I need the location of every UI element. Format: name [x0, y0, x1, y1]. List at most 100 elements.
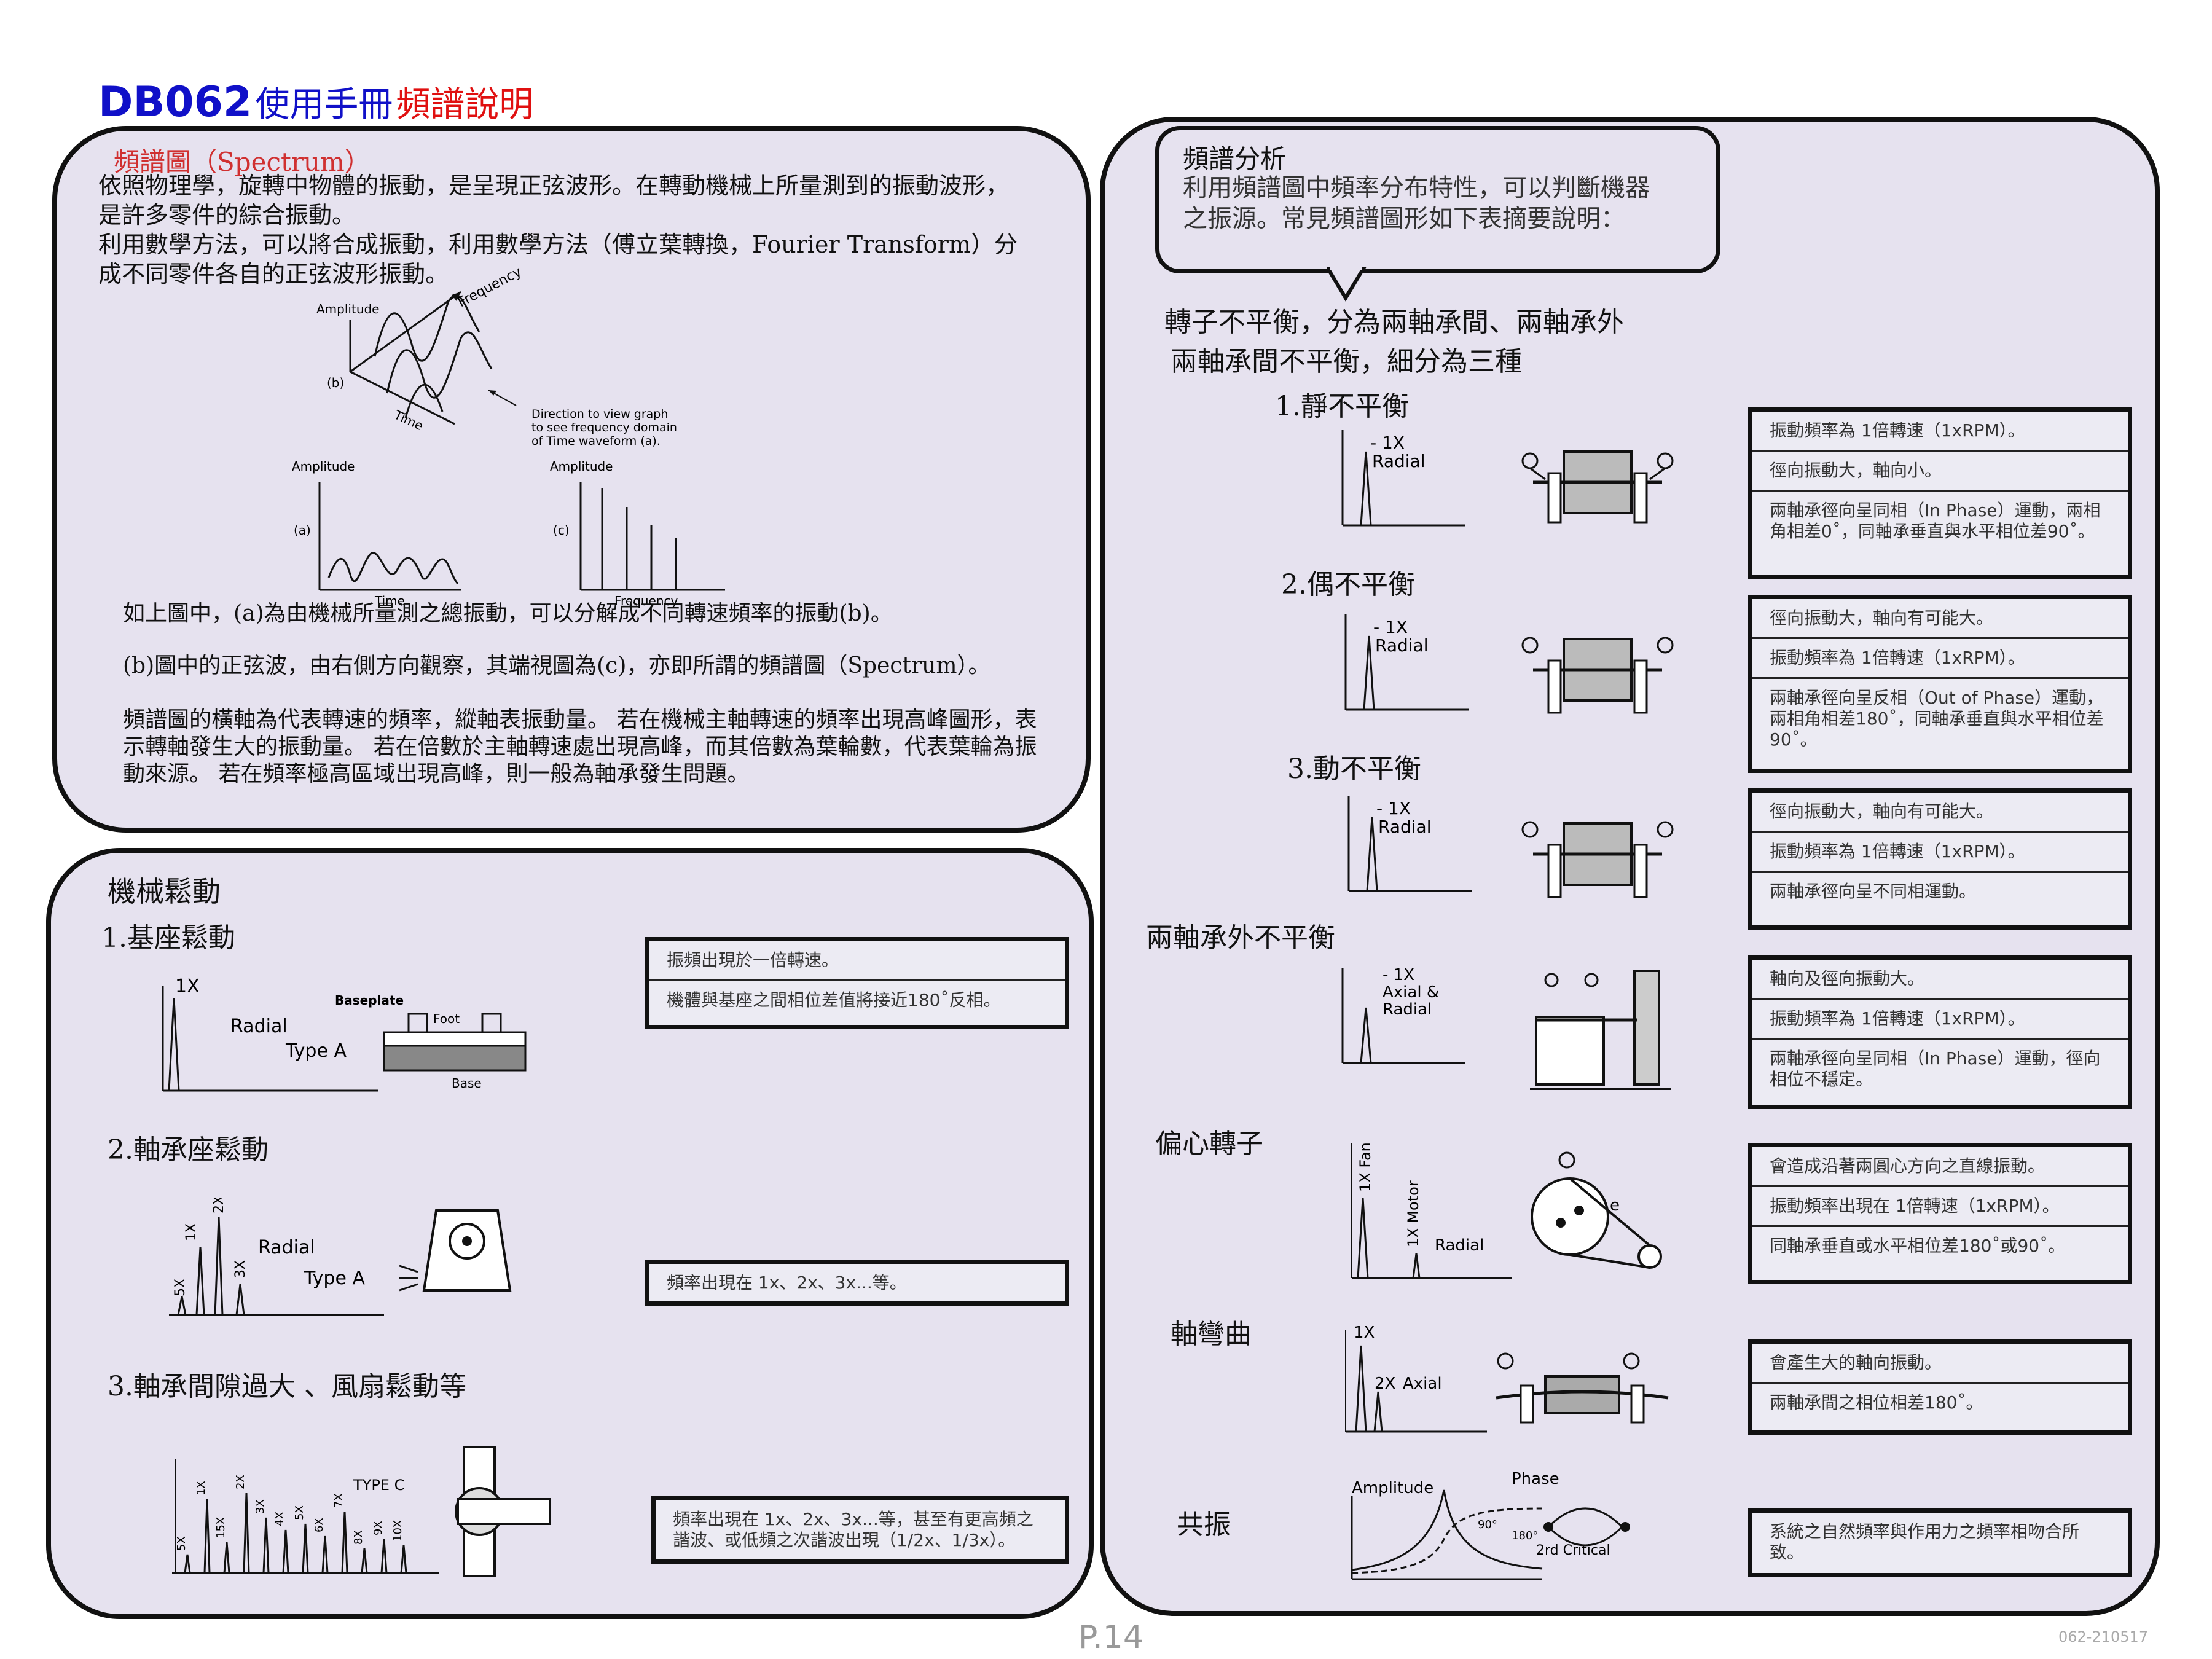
bent-fig-1x: 1X: [1354, 1324, 1375, 1342]
note-row: 振頻出現於一倍轉速。: [649, 941, 1065, 981]
static-fig-radial: Radial: [1372, 451, 1426, 471]
harmonic-peak: [380, 1539, 388, 1574]
analysis-bubble: [1155, 126, 1720, 273]
bent-shaft-rotor-diagram: [1496, 1352, 1669, 1424]
eccentric-fig-fan: 1X Fan: [1357, 1142, 1374, 1192]
harmonic-peak-label: 5X: [293, 1505, 306, 1520]
spectrum-heading: 頻譜圖（Spectrum）: [114, 147, 371, 177]
resonance-figure: Amplitude Phase 90° 180° 2rd Critical: [1351, 1472, 1630, 1580]
harmonic-peak: [282, 1529, 289, 1574]
unbalance-subtitle: 兩軸承間不平衡，細分為三種: [1171, 346, 1522, 377]
eccentric-rotor-diagram: e: [1531, 1151, 1662, 1269]
loose1-baseplate: Baseplate: [335, 993, 404, 1008]
note-row: 頻率出現在 1x、2x、3x...等，甚至有更高頻之諧波、或低頻之次諧波出現（1…: [673, 1509, 1033, 1550]
spectrum-note-3c: 動來源。 若在頻率極高區域出現高峰，則一般為軸承發生問題。: [123, 761, 750, 786]
note-row: 兩軸承徑向呈反相（Out of Phase）運動，兩相角相差180˚，同軸承垂直…: [1770, 688, 2104, 750]
harmonic-peak-label: 10X: [391, 1520, 404, 1542]
bent-shaft-spectrum: 1X 2X Axial: [1345, 1324, 1487, 1433]
bubble-title: 頻譜分析: [1183, 144, 1287, 174]
looseness-item1-notes: 振頻出現於一倍轉速。 機體與基座之間相位差值將接近180˚反相。: [645, 937, 1069, 1029]
fig-c-amplitude: Amplitude: [550, 459, 613, 474]
spectrum-note-2: (b)圖中的正弦波，由右側方向觀察，其端視圖為(c)，亦即所謂的頻譜圖（Spec…: [123, 653, 990, 678]
model-name: DB062: [98, 78, 253, 127]
overhung-fig-radial: Radial: [1382, 1000, 1432, 1019]
overhung-rotor-diagram: [1530, 970, 1671, 1090]
eccentric-fig-motor: 1X Motor: [1405, 1180, 1422, 1247]
loose1-peak: 1X: [175, 976, 200, 997]
note-row: 機體與基座之間相位差值將接近180˚反相。: [667, 990, 1001, 1010]
harmonic-peak-label: 2X: [234, 1475, 247, 1489]
eccentric-fig-e: e: [1610, 1196, 1620, 1215]
bubble-tail: [1327, 267, 1367, 302]
loose1-base: Base: [452, 1076, 482, 1091]
harmonic-peak: [361, 1548, 368, 1574]
harmonic-peak: [184, 1554, 191, 1574]
harmonic-peak: [262, 1517, 270, 1574]
loose2-type: Type A: [304, 1268, 365, 1289]
overhung-title: 兩軸承外不平衡: [1146, 922, 1335, 954]
note-row: 徑向振動大，軸向有可能大。: [1752, 599, 2128, 639]
document-code: 062-210517: [2058, 1628, 2149, 1645]
static-fig-1x: - 1X: [1370, 433, 1405, 453]
note-row: 兩軸承間之相位相差180˚。: [1770, 1392, 1983, 1413]
bent-shaft-notes: 會產生大的軸向振動。 兩軸承間之相位相差180˚。: [1748, 1339, 2132, 1435]
spectrum-note-3b: 示轉軸發生大的振動量。 若在倍數於主軸轉速處出現高峰，而其倍數為葉輪數，代表葉輪…: [123, 734, 1037, 759]
harmonic-peak-label: 1X: [195, 1481, 208, 1496]
loose2-peak-2x: 2X: [211, 1198, 227, 1214]
static-rotor-diagram: [1521, 450, 1674, 524]
overhung-fig-axial: Axial &: [1382, 983, 1439, 1002]
overhung-fig-1x: - 1X: [1382, 966, 1414, 984]
dynamic-fig-radial: Radial: [1378, 817, 1432, 837]
loose1-radial: Radial: [230, 1016, 288, 1037]
couple-spectrum: - 1X Radial: [1344, 614, 1469, 711]
spectrum-illustration: Amplitude Frequency Time (b) Direction t…: [292, 264, 725, 608]
fig-c-label: (c): [553, 523, 570, 538]
manual-label: 使用手冊: [255, 85, 393, 125]
static-notes: 振動頻率為 1倍轉速（1xRPM）。 徑向振動大，軸向小。 兩軸承徑向呈同相（I…: [1748, 407, 2132, 579]
resonance-notes: 系統之自然頻率與作用力之頻率相吻合所致。: [1748, 1508, 2132, 1577]
note-row: 徑向振動大，軸向小。: [1752, 452, 2128, 492]
bent-fig-axial: Axial: [1403, 1375, 1442, 1393]
loose1-foot: Foot: [433, 1011, 460, 1026]
eccentric-fig-radial: Radial: [1435, 1236, 1484, 1255]
looseness-item3-title: 3.軸承間隙過大 、風扇鬆動等: [108, 1371, 466, 1402]
loose2-peak-1x: 1X: [184, 1223, 199, 1241]
spectrum-paragraph-1: 依照物理學，旋轉中物體的振動，是呈現正弦波形。在轉動機械上所量測到的振動波形，是…: [98, 172, 1010, 229]
loose3-type: TYPE C: [353, 1477, 404, 1494]
dynamic-notes: 徑向振動大，軸向有可能大。 振動頻率為 1倍轉速（1xRPM）。 兩軸承徑向呈不…: [1748, 788, 2132, 930]
harmonic-peak: [243, 1492, 250, 1574]
couple-fig-radial: Radial: [1375, 635, 1429, 656]
resonance-fig-90: 90°: [1478, 1518, 1497, 1531]
static-spectrum: - 1X Radial: [1341, 430, 1465, 527]
harmonic-peak: [302, 1523, 309, 1574]
harmonic-peak: [203, 1499, 211, 1574]
harmonic-peak-label: 5X: [175, 1536, 188, 1551]
dynamic-rotor-diagram: [1521, 821, 1674, 898]
bent-shaft-title: 軸彎曲: [1171, 1319, 1252, 1350]
overhung-notes: 軸向及徑向振動大。 振動頻率為 1倍轉速（1xRPM）。 兩軸承徑向呈同相（In…: [1748, 955, 2132, 1109]
fig-frequency-label: Frequency: [455, 264, 524, 310]
spectrum-paragraph-2: 利用數學方法，可以將合成振動，利用數學方法（傅立葉轉換，Fourier Tran…: [98, 231, 1018, 288]
note-row: 系統之自然頻率與作用力之頻率相吻合所致。: [1770, 1521, 2080, 1563]
spectrum-panel: [52, 126, 1091, 833]
note-row: 振動頻率為 1倍轉速（1xRPM）。: [1752, 833, 2128, 873]
couple-fig-1x: - 1X: [1373, 617, 1408, 637]
fig-amplitude-label: Amplitude: [316, 302, 380, 316]
resonance-title: 共振: [1177, 1509, 1231, 1540]
topic-label: 頻譜說明: [396, 85, 534, 125]
fig-a-label: (a): [294, 523, 311, 538]
note-row: 兩軸承徑向呈不同相運動。: [1770, 881, 1977, 901]
bubble-text-1: 利用頻譜圖中頻率分布特性，可以判斷機器: [1183, 174, 1650, 202]
dynamic-title: 3.動不平衡: [1287, 753, 1421, 785]
bubble-text-2: 之振源。常見頻譜圖形如下表摘要說明：: [1183, 205, 1625, 233]
dynamic-fig-1x: - 1X: [1376, 798, 1411, 818]
harmonic-peak-label: 8X: [352, 1530, 365, 1545]
note-row: 同軸承垂直或水平相位差180˚或90˚。: [1770, 1236, 2066, 1256]
fig-direction-1: Direction to view graph: [531, 407, 668, 421]
harmonic-peak: [321, 1535, 329, 1574]
looseness-item2-notes: 頻率出現在 1x、2x、3x...等。: [645, 1260, 1069, 1306]
fig-c-frequency: Frequency: [614, 594, 678, 608]
resonance-fig-180: 180°: [1512, 1529, 1538, 1542]
note-row: 振動頻率為 1倍轉速（1xRPM）。: [1752, 412, 2128, 452]
